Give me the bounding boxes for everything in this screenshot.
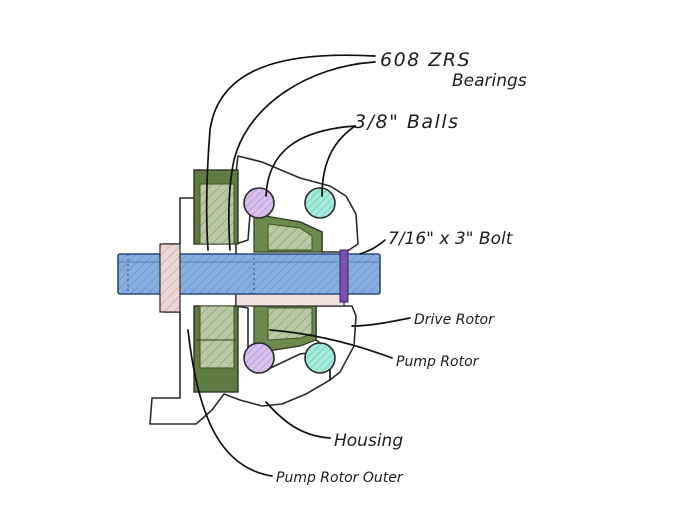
leader-bearings-a	[205, 54, 376, 251]
label-drive-rotor: Drive Rotor	[414, 312, 495, 328]
leader-bearings-b	[227, 61, 376, 251]
ball-lower-left	[243, 342, 275, 374]
leader-drive-rotor	[351, 317, 411, 327]
bolt-thread	[127, 253, 255, 295]
washer	[159, 243, 181, 313]
leader-bolt	[359, 239, 386, 255]
leader-balls-a	[265, 125, 356, 197]
leader-pump-rotor	[269, 329, 393, 359]
label-bearings-line2: Bearings	[452, 71, 527, 91]
label-balls: 3/8" Balls	[354, 111, 460, 133]
pump-rotor-upper-groove	[267, 223, 313, 251]
label-bearings-line1: 608 ZRS	[380, 49, 471, 71]
label-housing: Housing	[334, 431, 403, 451]
label-pump-rotor-outer: Pump Rotor Outer	[276, 470, 404, 486]
ball-upper-left	[243, 187, 275, 219]
ball-lower-right	[304, 342, 336, 374]
ball-upper-right	[304, 187, 336, 219]
leader-housing	[265, 401, 331, 439]
label-bolt: 7/16" x 3" Bolt	[388, 229, 514, 249]
bearing-lower-inner	[199, 305, 235, 369]
label-pump-rotor: Pump Rotor	[396, 354, 480, 370]
leader-balls-b	[321, 125, 356, 197]
leader-pump-rotor-outer	[187, 329, 273, 477]
housing-body	[149, 155, 359, 425]
pump-rotor-lower-groove	[267, 307, 313, 341]
bolt-head	[339, 249, 349, 303]
